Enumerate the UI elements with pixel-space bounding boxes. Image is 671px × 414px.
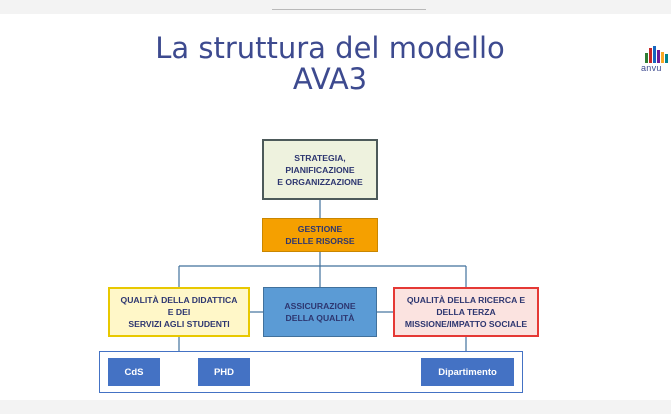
slide-top-bar — [0, 0, 671, 14]
unit-phd: PHD — [198, 358, 250, 386]
slide-title: La struttura del modello AVA3 — [130, 33, 530, 95]
slide-bottom-bar — [0, 400, 671, 414]
anvur-logo-icon — [645, 46, 668, 63]
unit-cds: CdS — [108, 358, 160, 386]
slide-top-rule — [272, 9, 426, 10]
slide-title-line1: La struttura del modello — [155, 31, 505, 65]
box-assicurazione-qualita: ASSICURAZIONE DELLA QUALITÀ — [263, 287, 377, 337]
logo-text: anvu — [641, 63, 662, 73]
box-qualita-didattica: QUALITÀ DELLA DIDATTICA E DEI SERVIZI AG… — [108, 287, 250, 337]
box-strategia: STRATEGIA, PIANIFICAZIONE E ORGANIZZAZIO… — [262, 139, 378, 200]
unit-dipartimento: Dipartimento — [421, 358, 514, 386]
units-container — [99, 351, 523, 393]
box-gestione-risorse: GESTIONE DELLE RISORSE — [262, 218, 378, 252]
box-qualita-ricerca: QUALITÀ DELLA RICERCA E DELLA TERZA MISS… — [393, 287, 539, 337]
slide-title-line2: AVA3 — [292, 62, 368, 96]
